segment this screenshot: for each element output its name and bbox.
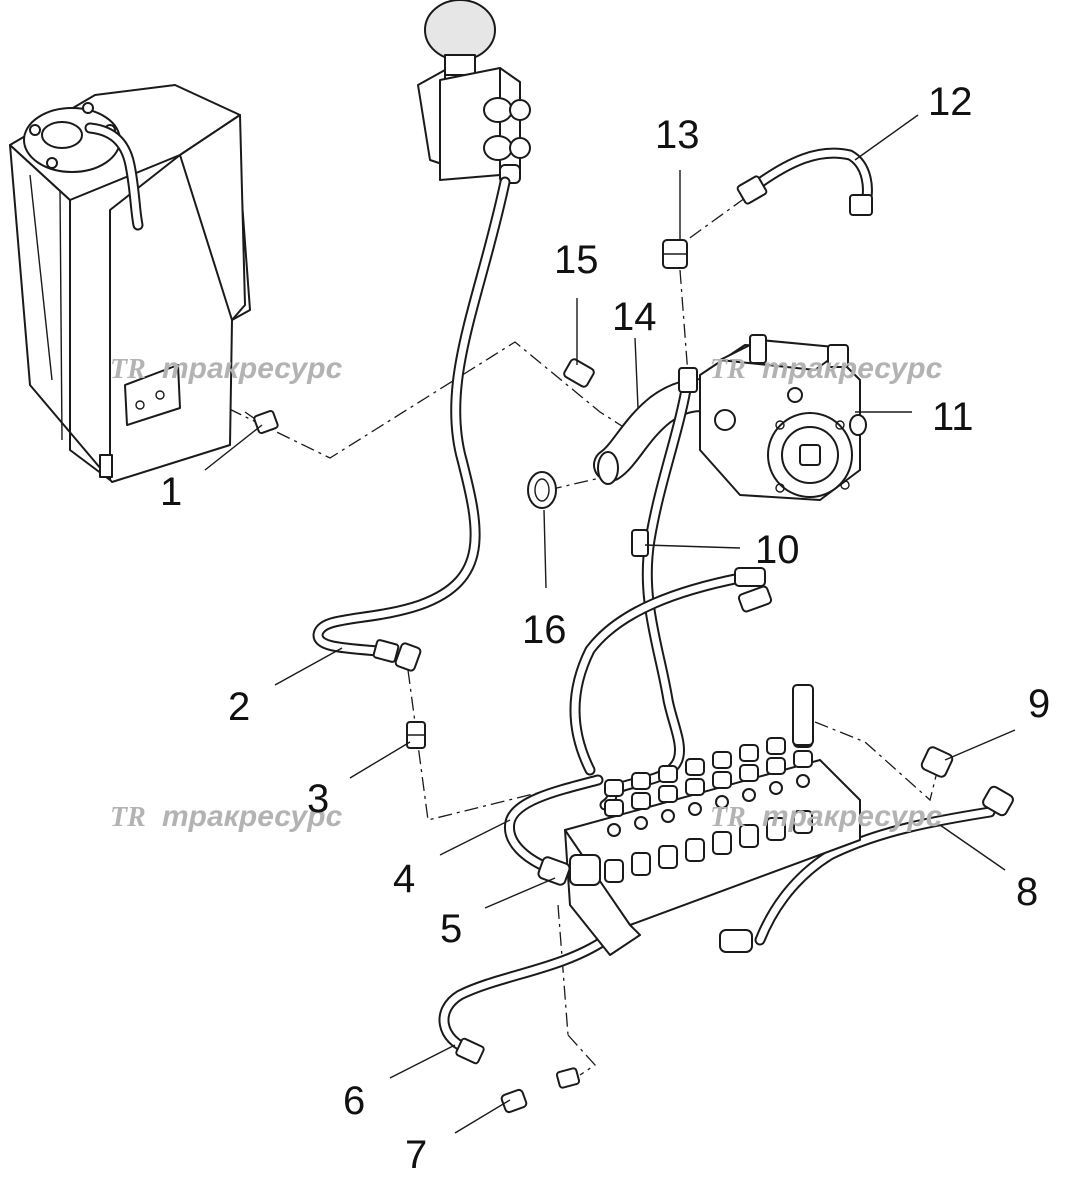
- callout-labels: 1 2 3 4 5 6 7 8 9 10 11 12 13 14 15 16: [160, 80, 1050, 1177]
- svg-text:TR: TR: [110, 802, 146, 833]
- watermark-2: TR тракресурс: [710, 352, 943, 385]
- callout-5: 5: [440, 907, 462, 951]
- fitting-13: [662, 239, 688, 269]
- hose-clamp-16: [527, 471, 557, 509]
- fitting-1: [253, 409, 279, 435]
- callout-12: 12: [928, 80, 973, 124]
- valve-spool: [658, 765, 678, 783]
- valve-spool: [631, 852, 651, 876]
- valve-spool: [685, 838, 705, 862]
- hose-2: [312, 176, 511, 672]
- svg-text:тракресурс: тракресурс: [762, 352, 943, 385]
- valve-spool: [604, 779, 624, 797]
- valve-spool: [604, 859, 624, 883]
- callout-4: 4: [393, 857, 415, 901]
- valve-spool: [658, 785, 678, 803]
- leader-lines: [204, 114, 1016, 1134]
- callout-10: 10: [755, 528, 800, 572]
- valve-spool: [739, 824, 759, 848]
- valve-spool: [631, 772, 651, 790]
- hydraulic-pump-11: [699, 334, 867, 501]
- fitting-7: [500, 1067, 581, 1114]
- valve-port: [688, 802, 702, 816]
- hose-8: [719, 785, 1014, 953]
- hose-10: [599, 367, 698, 811]
- svg-text:TR: TR: [710, 354, 746, 385]
- valve-spool: [793, 810, 813, 834]
- hose-pump-branch: [569, 567, 773, 776]
- valve-port: [742, 788, 756, 802]
- callout-9: 9: [1028, 682, 1050, 726]
- hose-4: [504, 774, 604, 874]
- watermark-1: TR тракресурс: [110, 352, 343, 385]
- callout-15: 15: [554, 238, 599, 282]
- callout-3: 3: [307, 777, 329, 821]
- callout-14: 14: [612, 295, 657, 339]
- hose-6: [438, 934, 611, 1065]
- svg-text:тракресурс: тракресурс: [762, 800, 943, 833]
- valve-port: [661, 809, 675, 823]
- valve-spool: [766, 817, 786, 841]
- valve-spool: [739, 744, 759, 762]
- callout-2: 2: [228, 685, 250, 729]
- assembly-dash-lines: [179, 197, 939, 1076]
- hydraulic-tank: [9, 84, 251, 483]
- valve-port: [607, 823, 621, 837]
- valve-spool: [766, 737, 786, 755]
- fitting-3: [406, 721, 426, 749]
- valve-spool: [631, 792, 651, 810]
- svg-text:TR: TR: [710, 802, 746, 833]
- callout-6: 6: [343, 1079, 365, 1123]
- valve-spool: [793, 750, 813, 768]
- accumulator-valve: [417, 0, 531, 184]
- watermark-3: TR тракресурс: [110, 800, 343, 833]
- callout-11: 11: [932, 395, 974, 439]
- valve-spool: [712, 751, 732, 769]
- hose-12: [736, 147, 873, 216]
- svg-text:TR: TR: [110, 354, 146, 385]
- watermark-4: TR тракресурс: [710, 800, 943, 833]
- callout-16: 16: [522, 608, 567, 652]
- valve-spool: [685, 758, 705, 776]
- valve-port: [634, 816, 648, 830]
- svg-text:тракресурс: тракресурс: [162, 800, 343, 833]
- valve-port: [769, 781, 783, 795]
- control-valve-block: [537, 684, 861, 956]
- valve-port: [715, 795, 729, 809]
- valve-spool: [739, 764, 759, 782]
- valve-spool: [766, 757, 786, 775]
- fitting-15: [563, 358, 595, 388]
- callout-8: 8: [1016, 870, 1038, 914]
- valve-spool: [712, 831, 732, 855]
- fitting-9: [920, 746, 954, 778]
- valve-spool: [658, 845, 678, 869]
- svg-text:тракресурс: тракресурс: [162, 352, 343, 385]
- callout-1: 1: [160, 470, 182, 514]
- callout-7: 7: [405, 1133, 427, 1177]
- callout-13: 13: [655, 113, 700, 157]
- valve-spool: [685, 778, 705, 796]
- valve-spool: [712, 771, 732, 789]
- valve-spool: [604, 799, 624, 817]
- valve-port: [796, 774, 810, 788]
